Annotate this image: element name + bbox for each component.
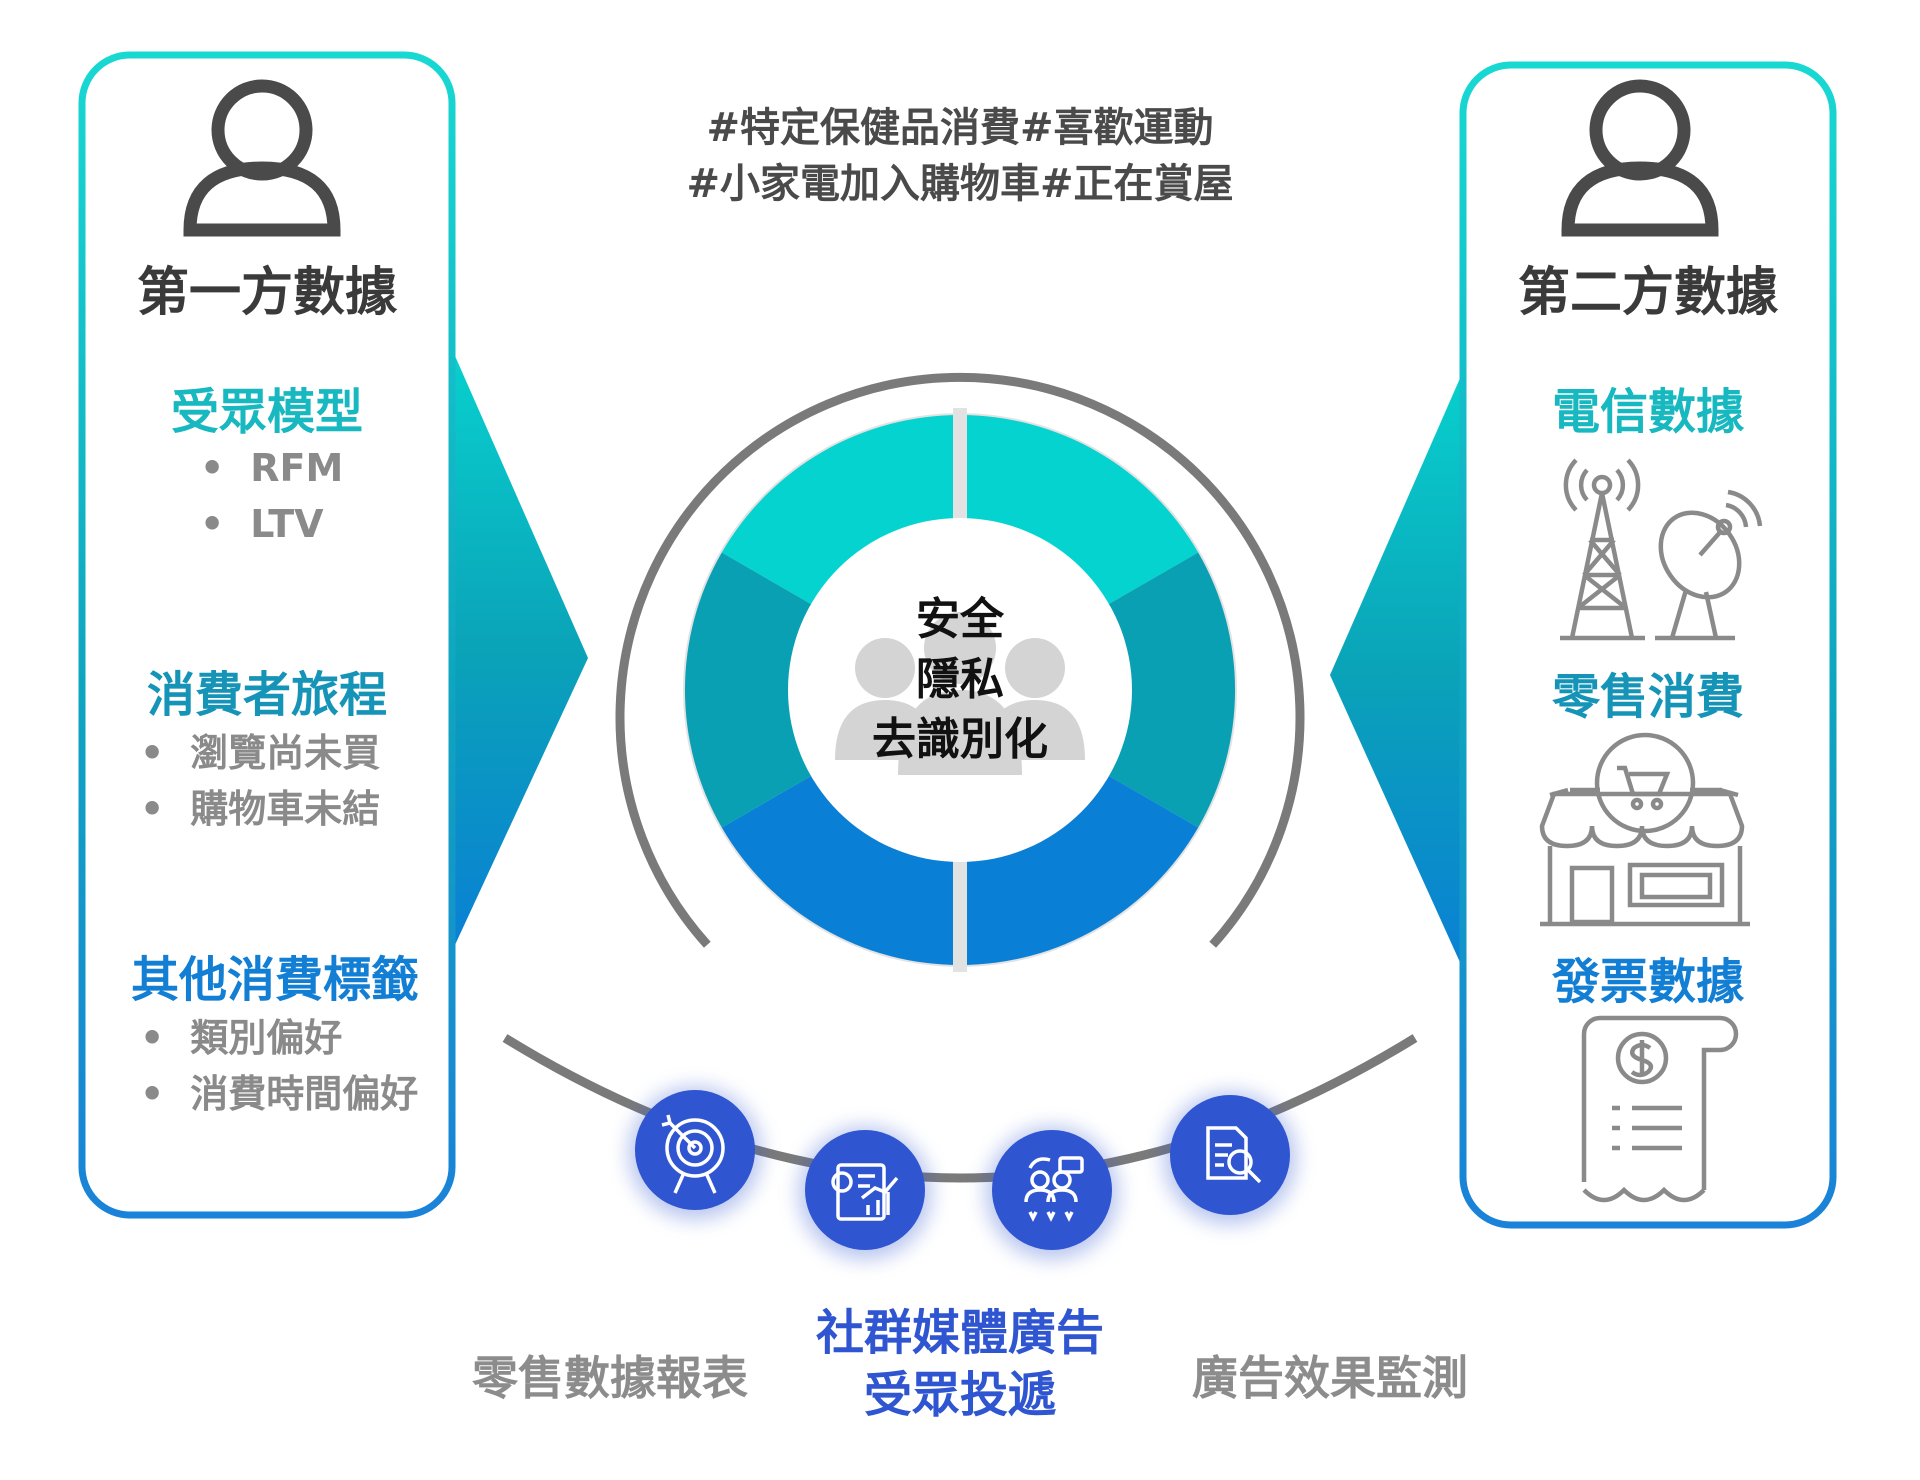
right-section-heading-retail: 零售消費 — [1551, 669, 1744, 725]
right-section-heading-telecom: 電信數據 — [1551, 384, 1744, 440]
center-line-privacy: 隱私 — [916, 654, 1004, 705]
audience-rating-icon — [986, 1127, 1118, 1259]
left-panel-frame — [78, 51, 456, 1219]
outer-arc — [615, 372, 1305, 948]
bottom-arc — [502, 1034, 1418, 1183]
list-item: 類別偏好 — [140, 1010, 418, 1066]
retail-store-icon — [1539, 732, 1750, 927]
right-section-heading-invoice: 發票數據 — [1551, 954, 1744, 1010]
center-line-security: 安全 — [916, 594, 1004, 645]
target-icon — [629, 1087, 761, 1219]
right-panel-title: 第二方數據 — [1517, 263, 1778, 323]
left-section-heading-consumer-journey: 消費者旅程 — [146, 667, 387, 723]
invoice-receipt-icon — [1581, 1015, 1739, 1203]
document-search-icon — [1164, 1092, 1296, 1224]
right-panel-frame — [1459, 61, 1837, 1229]
top-tags-line2: #小家電加入購物車#正在賞屋 — [686, 161, 1234, 207]
list-item: 購物車未結 — [140, 781, 380, 837]
list-item: RFM — [200, 440, 343, 496]
analytics-report-icon — [799, 1127, 931, 1259]
people-group-icon — [835, 612, 1085, 775]
bottom-label-social-ads-line1: 社群媒體廣告 — [815, 1305, 1104, 1361]
left-funnel-arrow — [448, 340, 588, 960]
bottom-label-social-ads-line2: 受眾投遞 — [863, 1367, 1056, 1423]
center-label: 安全 隱私 去識別化 — [810, 590, 1110, 770]
top-tags: #特定保健品消費#喜歡運動 #小家電加入購物車#正在賞屋 — [560, 100, 1360, 212]
left-section-list-audience-model: RFM LTV — [200, 440, 343, 552]
bottom-label-retail-report: 零售數據報表 — [472, 1351, 748, 1405]
telecom-tower-icon — [1560, 458, 1763, 641]
list-item: 消費時間偏好 — [140, 1066, 418, 1122]
top-tags-line1: #特定保健品消費#喜歡運動 — [706, 105, 1214, 151]
left-section-heading-other-tags: 其他消費標籤 — [130, 952, 419, 1008]
left-panel-title: 第一方數據 — [136, 263, 397, 323]
center-line-deidentification: 去識別化 — [872, 714, 1048, 765]
list-item: LTV — [200, 496, 343, 552]
bottom-label-social-ads: 社群媒體廣告 受眾投遞 — [780, 1302, 1140, 1426]
list-item: 瀏覽尚未買 — [140, 725, 380, 781]
left-section-heading-audience-model: 受眾模型 — [170, 384, 363, 440]
left-user-icon — [183, 79, 341, 237]
left-section-list-consumer-journey: 瀏覽尚未買 購物車未結 — [140, 725, 380, 837]
right-user-icon — [1561, 79, 1719, 237]
right-funnel-arrow — [1330, 360, 1468, 980]
bottom-label-ad-monitoring: 廣告效果監測 — [1192, 1351, 1468, 1405]
left-section-list-other-tags: 類別偏好 消費時間偏好 — [140, 1010, 418, 1122]
